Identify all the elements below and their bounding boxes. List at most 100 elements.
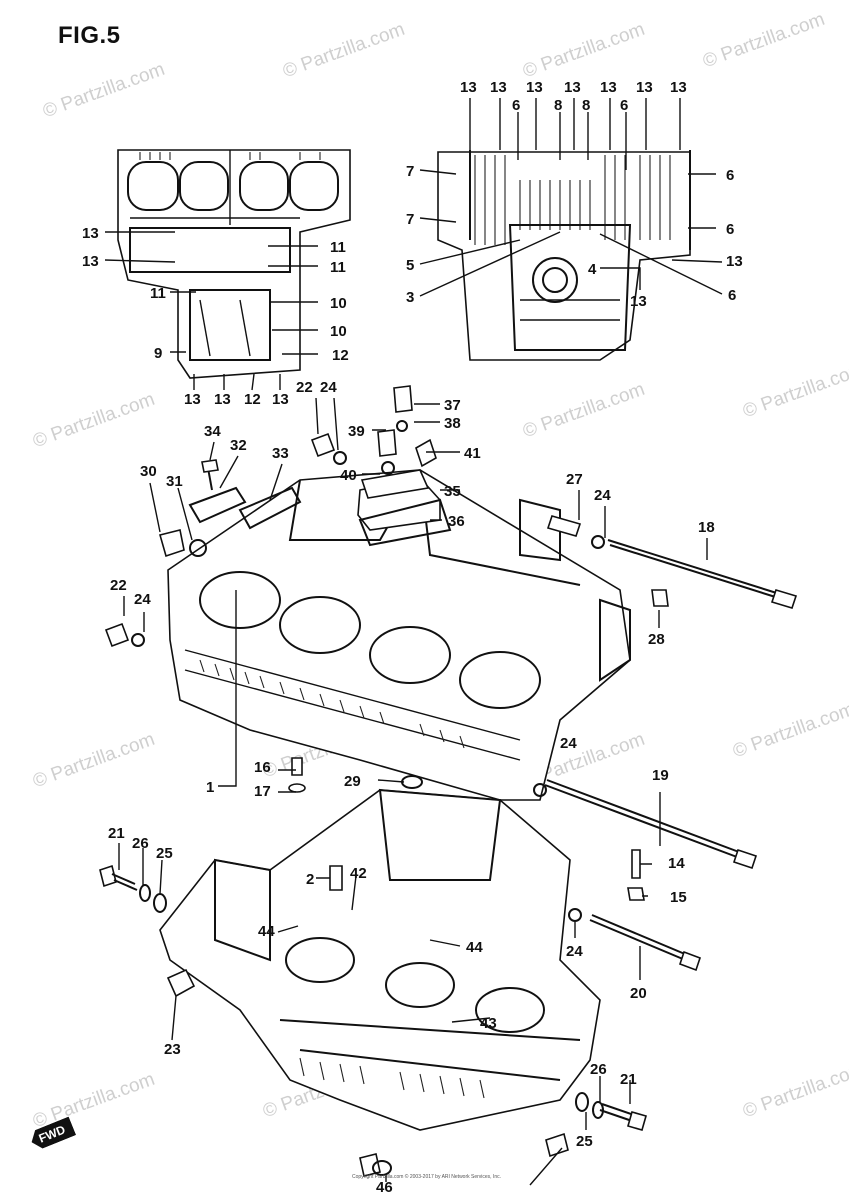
oil-pressure-switch-37-41: [377, 385, 437, 475]
callout-33: 33: [272, 445, 289, 462]
callout-13: 13: [460, 79, 477, 96]
callout-24: 24: [566, 943, 583, 960]
bolt-18: [607, 539, 798, 609]
callout-15: 15: [670, 889, 687, 906]
bolt-19: [544, 779, 758, 870]
o-ring-29: [401, 775, 423, 789]
callout-20: 20: [630, 985, 647, 1002]
callout-31: 31: [166, 473, 183, 490]
callout-18: 18: [698, 519, 715, 536]
callout-13: 13: [630, 293, 647, 310]
callout-24: 24: [594, 487, 611, 504]
callout-28: 28: [648, 631, 665, 648]
washer-25-26-left: [139, 884, 167, 913]
callout-35: 35: [444, 483, 461, 500]
callout-3: 3: [406, 289, 414, 306]
callout-13: 13: [214, 391, 231, 408]
callout-13: 13: [82, 253, 99, 270]
callout-11: 11: [330, 239, 346, 256]
washer-24-right: [533, 783, 582, 922]
callout-13: 13: [670, 79, 687, 96]
callout-21: 21: [108, 825, 125, 842]
copyright-notice: Copyright Partzilla.com © 2003-2017 by A…: [352, 1174, 502, 1180]
callout-34: 34: [204, 423, 221, 440]
callout-13: 13: [636, 79, 653, 96]
upper-crankcase: [167, 469, 631, 801]
dowel-27: [546, 515, 605, 549]
clip-28: [651, 589, 669, 607]
breather-35-36: [358, 469, 452, 547]
callout-36: 36: [448, 513, 465, 530]
plug-16-17: [288, 757, 306, 793]
callout-11: 11: [330, 259, 346, 276]
bolt-21-left: [99, 864, 138, 891]
callout-22: 22: [110, 577, 127, 594]
callout-32: 32: [230, 437, 247, 454]
figure-title: FIG.5: [58, 22, 121, 49]
stud-14-nut-15: [627, 849, 645, 901]
callout-21: 21: [620, 1071, 637, 1088]
callout-13: 13: [564, 79, 581, 96]
callout-24: 24: [560, 735, 577, 752]
callout-14: 14: [668, 855, 685, 872]
nut-30-washer-31: [159, 529, 207, 558]
callout-10: 10: [330, 295, 347, 312]
callout-6: 6: [512, 97, 520, 114]
callout-43: 43: [480, 1015, 497, 1032]
callout-6: 6: [726, 167, 734, 184]
callout-25: 25: [156, 845, 173, 862]
inset-crankcase-side-view: [437, 150, 691, 361]
callout-17: 17: [254, 783, 271, 800]
callout-42: 42: [350, 865, 367, 882]
callout-23: 23: [164, 1041, 181, 1058]
callout-39: 39: [348, 423, 365, 440]
callout-13: 13: [600, 79, 617, 96]
callout-13: 13: [526, 79, 543, 96]
callout-9: 9: [154, 345, 162, 362]
callout-29: 29: [344, 773, 361, 790]
gasket-33: [238, 486, 302, 530]
callout-1: 1: [206, 779, 214, 796]
bolt-21-right: [599, 1103, 647, 1131]
callout-labels: 13 13 11 9 11 11 10 10 12 13 13 12 13 13…: [82, 79, 743, 1196]
callout-6: 6: [728, 287, 736, 304]
callout-13: 13: [272, 391, 289, 408]
callout-37: 37: [444, 397, 461, 414]
callout-26: 26: [590, 1061, 607, 1078]
bolt-20: [589, 914, 702, 972]
washer-25-26-right: [575, 1092, 604, 1119]
callout-38: 38: [444, 415, 461, 432]
callout-8: 8: [554, 97, 562, 114]
callout-16: 16: [254, 759, 271, 776]
gasket-32: [188, 486, 247, 524]
callout-11: 11: [150, 285, 166, 302]
callout-44: 44: [258, 923, 275, 940]
callout-8: 8: [582, 97, 590, 114]
lower-crankcase: [159, 788, 601, 1131]
callout-25: 25: [576, 1133, 593, 1150]
callout-6: 6: [726, 221, 734, 238]
callout-26: 26: [132, 835, 149, 852]
leader-lines: [104, 98, 723, 1186]
screw-34: [201, 459, 219, 491]
callout-7: 7: [406, 211, 414, 228]
callout-12: 12: [332, 347, 349, 364]
callout-40: 40: [340, 467, 357, 484]
inset-crankcase-top-view: [117, 149, 351, 379]
bracket-23: [166, 968, 569, 1158]
callout-19: 19: [652, 767, 669, 784]
callout-22: 22: [296, 379, 313, 396]
callout-30: 30: [140, 463, 157, 480]
callout-10: 10: [330, 323, 347, 340]
callout-24: 24: [134, 591, 151, 608]
callout-7: 7: [406, 163, 414, 180]
callout-24: 24: [320, 379, 337, 396]
callout-13: 13: [82, 225, 99, 242]
callout-44: 44: [466, 939, 483, 956]
callout-6: 6: [620, 97, 628, 114]
callout-13: 13: [184, 391, 201, 408]
callout-13: 13: [726, 253, 743, 270]
dowel-2: [329, 865, 343, 891]
callout-41: 41: [464, 445, 481, 462]
